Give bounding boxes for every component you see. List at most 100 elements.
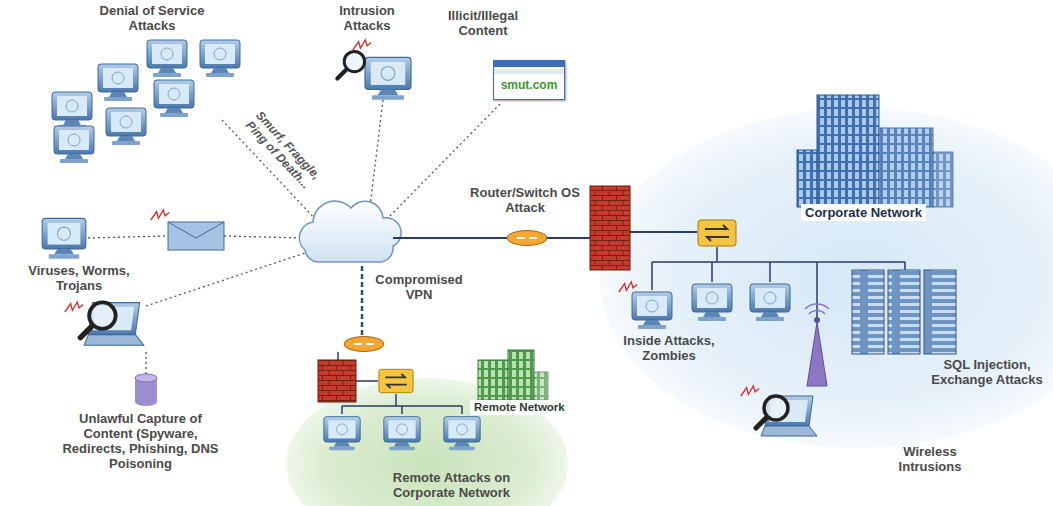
label-slot: Smurf, Fraggle, Ping of Death... — [239, 104, 328, 196]
label-slot: Denial of Service Attacks — [92, 3, 212, 33]
remote-computers — [384, 417, 420, 451]
corporate-router — [507, 231, 547, 246]
remote-computers — [324, 417, 480, 451]
corporate-firewall — [590, 186, 630, 270]
dos-computers — [154, 80, 194, 117]
server-rack — [852, 270, 956, 354]
wireless-laptop — [756, 396, 788, 428]
corporate-firewall — [590, 186, 630, 270]
spyware-laptop — [80, 302, 115, 337]
remote-building — [508, 350, 534, 400]
intrusion-computer — [337, 51, 364, 78]
threat-label: Wireless Intrusions — [880, 444, 980, 474]
remote-switch — [379, 369, 413, 392]
label-slot: Viruses, Worms, Trojans — [20, 263, 138, 293]
virus-mail — [42, 218, 86, 258]
label-slot: Compromised VPN — [370, 272, 468, 302]
server-rack — [852, 270, 884, 354]
text-slot: SQL Injection, Exchange Attacks — [926, 357, 1048, 387]
threat-label: Illicit/Illegal Content — [428, 8, 538, 38]
region-name: Remote Network — [470, 400, 569, 415]
corporate-building — [797, 95, 953, 207]
threat-label: Intrusion Attacks — [322, 3, 412, 33]
virus-mail — [42, 210, 224, 259]
dos-computers — [200, 40, 240, 77]
dotted-link — [146, 252, 308, 306]
vpn-link — [361, 266, 364, 336]
corporate-computers — [692, 284, 732, 321]
region-outline — [600, 108, 1053, 448]
corporate-building — [817, 95, 879, 207]
corporate-computers — [632, 292, 672, 329]
threat-label: Denial of Service Attacks — [92, 3, 212, 33]
remote-computers — [324, 417, 360, 451]
internet-cloud — [299, 201, 401, 262]
text-slot: Remote Attacks on Corporate Network — [364, 470, 539, 500]
wireless-antenna — [805, 304, 829, 386]
intrusion-computer — [337, 40, 411, 100]
label-slot: Intrusion Attacks — [322, 3, 412, 33]
threat-label: Viruses, Worms, Trojans — [20, 263, 138, 293]
corporate-computers — [750, 284, 790, 321]
dos-computers — [98, 64, 138, 101]
intrusion-computer — [353, 40, 371, 50]
corporate-building — [879, 128, 933, 207]
remote-computers — [444, 417, 480, 451]
spyware-laptop — [135, 398, 157, 406]
remote-router — [344, 337, 384, 352]
virus-mail — [168, 222, 224, 250]
text-slot: smut.com — [501, 78, 558, 92]
threat-caption: SQL Injection, Exchange Attacks — [926, 357, 1048, 387]
wireless-laptop — [741, 386, 817, 436]
spyware-laptop — [135, 374, 157, 382]
intrusion-computer — [365, 57, 411, 100]
spyware-laptop — [65, 302, 83, 312]
wireless-laptop — [741, 386, 759, 396]
corporate-switch — [698, 220, 736, 246]
region-outline — [598, 106, 1053, 450]
corporate-computers — [619, 282, 790, 329]
label-slot: Router/Switch OS Attack — [456, 185, 594, 215]
threat-caption: Inside Attacks, Zombies — [610, 333, 728, 363]
remote-firewall — [318, 360, 356, 402]
server-rack — [888, 270, 920, 354]
remote-router — [344, 337, 384, 352]
dos-computers — [52, 40, 240, 163]
threat-label: Compromised VPN — [370, 272, 468, 302]
text-slot: Corporate Network — [801, 203, 926, 221]
corporate-router — [507, 231, 547, 246]
label-slot: Illicit/Illegal Content — [428, 8, 538, 38]
remote-building — [534, 372, 548, 400]
remote-firewall — [318, 360, 356, 402]
attack-type-label: Smurf, Fraggle, Ping of Death... — [239, 104, 328, 196]
label-slot: Wireless Intrusions — [880, 444, 980, 474]
vpn-link — [362, 266, 363, 336]
dotted-link — [370, 100, 383, 207]
wireless-antenna — [814, 317, 820, 323]
remote-wiring — [338, 352, 462, 414]
corporate-network-region: Corporate NetworkInside Attacks, Zombies… — [598, 106, 1053, 450]
dos-computers — [106, 108, 146, 145]
dotted-link — [145, 352, 146, 374]
corporate-building — [933, 152, 953, 207]
region-outline — [286, 378, 568, 506]
remote-building — [478, 360, 508, 400]
spyware-laptop — [65, 302, 157, 406]
label-slot: Unlawful Capture of Content (Spyware, Re… — [58, 411, 223, 471]
dos-computers — [52, 92, 92, 129]
remote-network-region: Remote NetworkRemote Attacks on Corporat… — [284, 376, 570, 506]
corporate-building — [797, 150, 817, 207]
server-rack — [924, 270, 956, 354]
virus-mail — [151, 210, 169, 220]
wireless-antenna — [805, 304, 829, 314]
dos-computers — [54, 126, 94, 163]
web-address: smut.com — [501, 78, 558, 92]
dotted-link — [388, 104, 500, 218]
wireless-antenna — [807, 322, 827, 386]
internet-cloud — [299, 201, 401, 262]
corporate-switch — [698, 220, 736, 246]
threat-caption: Remote Attacks on Corporate Network — [364, 470, 539, 500]
virus-mail — [168, 222, 224, 238]
remote-wiring — [338, 352, 462, 414]
